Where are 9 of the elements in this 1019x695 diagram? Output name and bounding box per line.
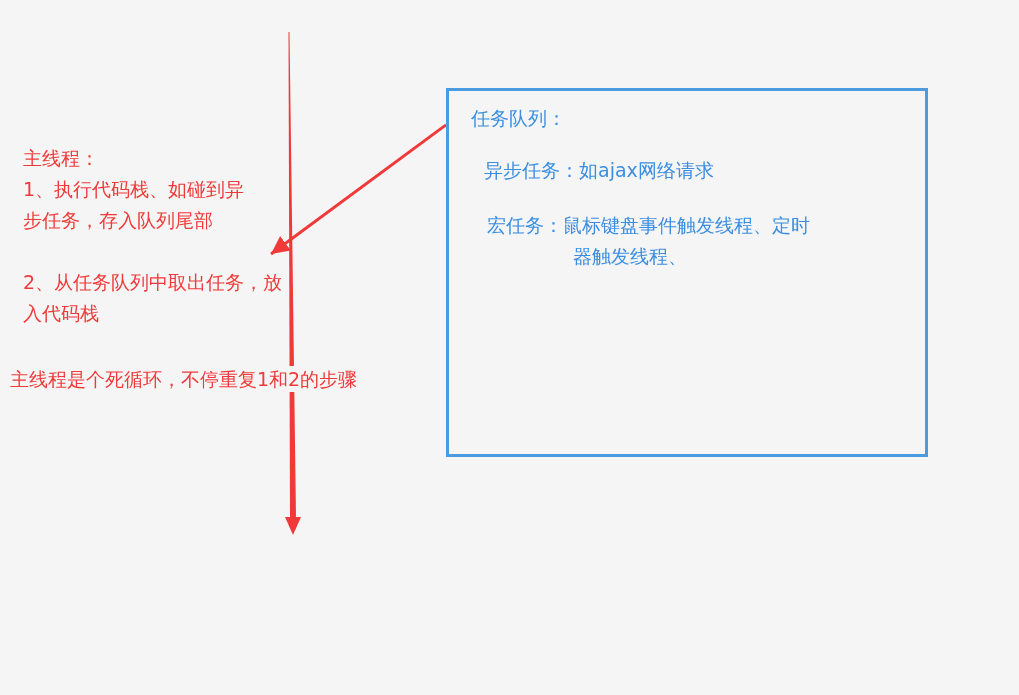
step-text: 1、执行代码栈、如碰到异步任务，存入队列尾部 (23, 177, 246, 233)
heading: 主线程： (23, 146, 100, 171)
step-text: 2、从任务队列中取出任务，放入代码栈 (23, 270, 284, 326)
task-type-text: 异步任务：如ajax网络请求 (484, 158, 715, 183)
heading: 任务队列： (471, 106, 567, 131)
arrow (270, 123, 447, 256)
task-queue-box (446, 88, 928, 457)
note-text: 主线程是个死循环，不停重复1和2的步骤 (10, 366, 358, 392)
task-type-text: 宏任务：鼠标键盘事件触发线程、定时器触发线程、 (487, 213, 811, 269)
